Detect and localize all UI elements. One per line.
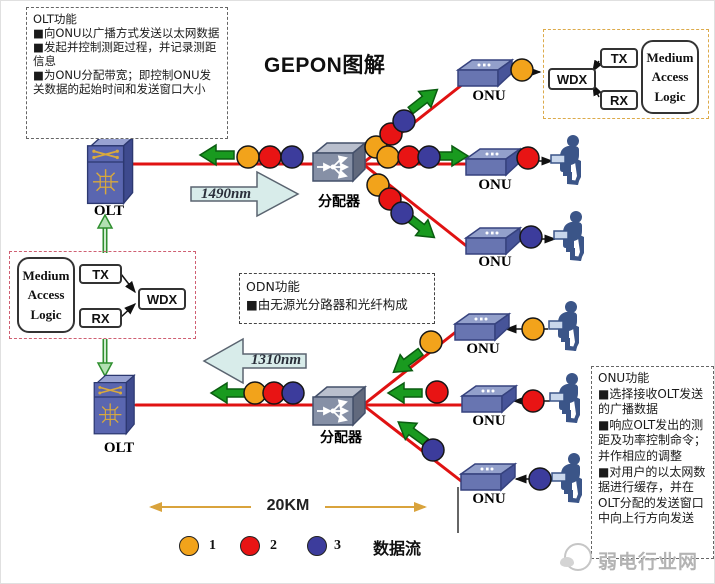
onu-2: [465, 148, 521, 176]
user-5: [549, 372, 581, 424]
onu-info-bullet: ■选择接收OLT发送的广播数据: [598, 386, 704, 417]
onu-4: [454, 313, 510, 341]
olt-bottom-label: OLT: [103, 440, 135, 456]
downstream-1490nm-arrow: [190, 170, 300, 218]
onu-info-title: ONU功能: [598, 371, 650, 385]
rx-box-right: RX: [600, 90, 638, 110]
onu-6-label: ONU: [472, 491, 506, 507]
legend-token-2: [240, 536, 260, 556]
onu-3-label: ONU: [478, 254, 512, 270]
mac-box-left: Medium Access Logic TX RX WDX: [9, 251, 196, 339]
olt-top: [86, 136, 134, 205]
olt-info-bullet: ■向ONU以广播方式发送以太网数据: [33, 26, 220, 41]
legend-label-1: 1: [209, 538, 216, 553]
olt-top-label: OLT: [93, 203, 125, 219]
legend-label-2: 2: [270, 538, 277, 553]
onu-6: [460, 463, 516, 491]
drop-arrows: [504, 67, 557, 484]
page-title: GEPON图解: [264, 54, 386, 77]
wdx-box-right: WDX: [548, 68, 596, 90]
legend-label-3: 3: [334, 538, 341, 553]
onu-2-label: ONU: [478, 177, 512, 193]
mac-box-right: WDX TX RX Medium Access Logic: [543, 29, 709, 119]
olt-info-bullet: ■为ONU分配带宽；即控制ONU发关数据的起始时间和发送窗口大小: [33, 68, 212, 97]
mac-logic-right: Medium Access Logic: [641, 40, 699, 114]
user-6: [551, 452, 583, 504]
upstream-1310nm-arrow: [202, 337, 307, 385]
user-2: [550, 134, 582, 186]
splitter-bottom-label: 分配器: [320, 430, 362, 446]
onu-5: [461, 385, 517, 413]
wdx-box-left: WDX: [138, 288, 186, 310]
legend-caption: 数据流: [373, 539, 422, 558]
tx-box-left: TX: [79, 264, 122, 284]
olt-info-title: OLT功能: [33, 12, 77, 26]
data-tokens: [236, 58, 552, 491]
onu-info-box: ONU功能 ■选择接收OLT发送的广播数据 ■响应OLT发出的测距及功率控制命令…: [591, 366, 714, 559]
onu-3: [465, 227, 521, 255]
distance-label: 20KM: [251, 497, 325, 515]
tx-box-right: TX: [600, 48, 638, 68]
user-4: [548, 300, 580, 352]
odn-info-title: ODN功能: [246, 279, 300, 294]
odn-info-bullet: ■由无源光分路器和光纤构成: [246, 297, 408, 313]
splitter-bottom: [312, 386, 366, 426]
mac-logic-left: Medium Access Logic: [17, 257, 75, 333]
legend-token-3: [307, 536, 327, 556]
olt-info-box: OLT功能 ■向ONU以广播方式发送以太网数据 ■发起并控制测距过程，并记录测距…: [26, 7, 228, 139]
watermark-logo: [560, 543, 592, 571]
olt-info-bullet: ■发起并控制测距过程，并记录测距信息: [33, 40, 217, 69]
onu-4-label: ONU: [466, 341, 500, 357]
olt-bottom: [93, 374, 135, 435]
watermark-text: 弱电行业网: [598, 551, 699, 573]
onu-1: [457, 59, 513, 87]
olt-mac-connector: [96, 213, 114, 378]
onu-info-bullet: ■对用户的以太网数据进行缓存，并在OLT分配的发送窗口中向上行方向发送: [598, 464, 706, 526]
legend-token-1: [179, 536, 199, 556]
onu-1-label: ONU: [472, 88, 506, 104]
odn-info-box: ODN功能 ■由无源光分路器和光纤构成: [239, 273, 435, 324]
splitter-top: [312, 142, 366, 182]
onu-5-label: ONU: [472, 413, 506, 429]
rx-box-left: RX: [79, 308, 122, 328]
onu-info-bullet: ■响应OLT发出的测距及功率控制命令；并作相应的调整: [598, 417, 707, 463]
user-3: [553, 210, 585, 262]
splitter-top-label: 分配器: [318, 194, 360, 210]
downstream-wavelength-label: 1490nm: [200, 186, 251, 202]
upstream-wavelength-label: 1310nm: [250, 352, 301, 368]
